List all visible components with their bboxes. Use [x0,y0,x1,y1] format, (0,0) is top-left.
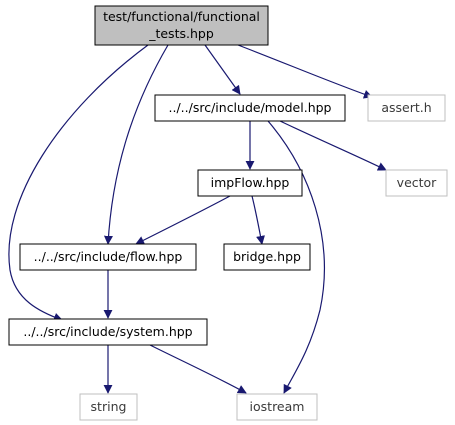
node-root[interactable]: test/functional/functional _tests.hpp [94,5,269,46]
edge-root-to-flow [103,44,169,245]
node-bridge-hpp-label: bridge.hpp [233,249,301,264]
node-impflow-hpp-label: impFlow.hpp [211,175,290,190]
node-iostream[interactable]: iostream [236,393,318,421]
node-flow-hpp[interactable]: ../../src/include/flow.hpp [19,243,197,271]
edge-impflow-to-flow [135,195,231,245]
node-system-hpp-label: ../../src/include/system.hpp [23,324,192,339]
edge-root-to-assert [237,44,373,99]
edge-system-to-iostream [149,344,247,394]
node-string-label: string [91,399,127,414]
node-root-label-line1: test/functional/functional [103,9,260,24]
node-vector-label: vector [397,175,438,190]
edges [8,44,387,394]
node-model-hpp-label: ../../src/include/model.hpp [169,100,332,115]
node-system-hpp[interactable]: ../../src/include/system.hpp [8,318,208,346]
node-vector[interactable]: vector [385,169,448,197]
edge-model-to-vector [279,120,387,171]
node-flow-hpp-label: ../../src/include/flow.hpp [34,249,183,264]
node-iostream-label: iostream [250,399,305,414]
node-assert-h[interactable]: assert.h [367,94,446,122]
node-root-label-line2: _tests.hpp [148,26,214,41]
node-impflow-hpp[interactable]: impFlow.hpp [197,169,303,197]
edge-root-to-model [204,44,241,95]
node-assert-h-label: assert.h [381,100,431,115]
edge-root-to-system [8,44,149,322]
node-string[interactable]: string [79,393,138,421]
node-bridge-hpp[interactable]: bridge.hpp [223,243,311,271]
edge-model-to-iostream [267,120,325,394]
edge-impflow-to-bridge [251,195,265,245]
node-model-hpp[interactable]: ../../src/include/model.hpp [154,94,346,122]
